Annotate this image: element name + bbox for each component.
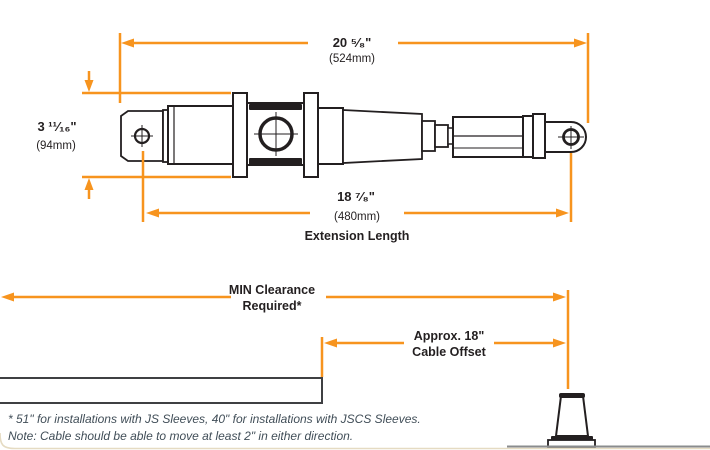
installation-box [0, 377, 323, 404]
extension-tube [452, 116, 524, 158]
tube-cap-1 [522, 115, 534, 158]
actuator-drawing [120, 92, 587, 178]
min-clearance-label-2: Required* [242, 299, 301, 313]
tapered-housing [342, 109, 423, 164]
mounting-flange-right [303, 92, 319, 178]
overall-length-value: 20 ⁵⁄₈" [333, 35, 372, 50]
cable-offset-dimension: Approx. 18" Cable Offset [320, 329, 566, 377]
cable-gland [547, 393, 596, 448]
gland-cone [554, 395, 590, 437]
arrow-up-icon [84, 178, 94, 190]
left-body [167, 105, 234, 165]
step-ring-1 [421, 120, 436, 152]
cable-offset-label-2: Cable Offset [412, 345, 486, 359]
cable-note: Note: Cable should be able to move at le… [8, 429, 353, 443]
footnotes: * 51" for installations with JS Sleeves,… [8, 412, 421, 443]
min-clearance-dimension: MIN Clearance Required* [1, 283, 570, 389]
center-block-hatch-bottom [249, 158, 302, 165]
arrow-left-icon [1, 292, 14, 302]
tube-cap-2 [532, 113, 546, 159]
body-height-dimension: 3 ¹¹⁄₁₆" (94mm) [36, 71, 231, 199]
arrow-right-icon [574, 38, 587, 48]
overall-length-dimension: 20 ⁵⁄₈" (524mm) [118, 33, 590, 123]
arrow-right-icon [556, 208, 569, 218]
asterisk-note: * 51" for installations with JS Sleeves,… [8, 412, 421, 426]
step-ring-2 [434, 124, 449, 148]
extension-metric: (480mm) [334, 211, 380, 223]
mounting-flange-left [232, 92, 248, 178]
extension-value: 18 ⁷⁄₈" [337, 189, 375, 204]
arrow-left-icon [324, 338, 337, 348]
arrow-left-icon [146, 208, 159, 218]
min-clearance-label-1: MIN Clearance [229, 283, 315, 297]
arrow-right-icon [553, 338, 566, 348]
extension-length-dimension: 18 ⁷⁄₈" (480mm) Extension Length [141, 151, 573, 243]
center-block-hatch-top [249, 104, 302, 110]
body-height-metric: (94mm) [36, 140, 76, 152]
arrow-left-icon [121, 38, 134, 48]
right-body [317, 107, 344, 165]
arrow-right-icon [553, 292, 566, 302]
arrow-down-icon [84, 80, 94, 92]
body-height-value: 3 ¹¹⁄₁₆" [37, 119, 76, 134]
extension-caption: Extension Length [305, 229, 410, 243]
card-border [0, 432, 710, 450]
overall-length-metric: (524mm) [329, 53, 375, 65]
cable-offset-label-1: Approx. 18" [414, 329, 485, 343]
